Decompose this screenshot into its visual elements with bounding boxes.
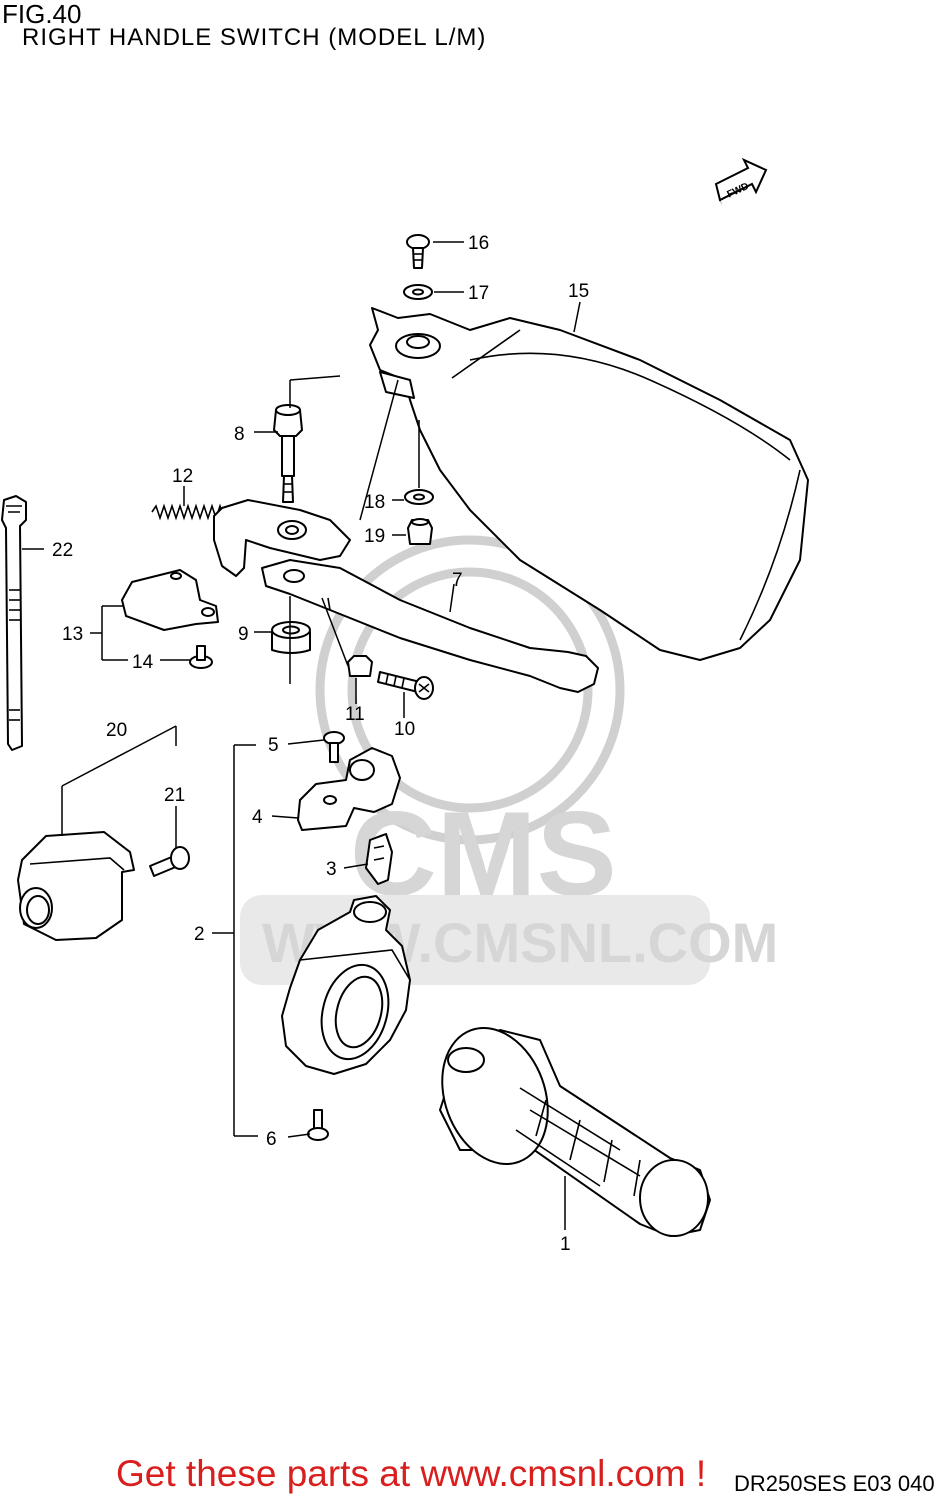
callout-3: 3 (326, 859, 337, 880)
spring-clip-3 (365, 833, 393, 885)
callout-7: 7 (452, 570, 463, 591)
callout-17: 17 (468, 283, 489, 304)
screw-16 (406, 234, 430, 269)
starter-switch-13 (121, 569, 219, 631)
bolt-21 (149, 846, 190, 877)
get-parts-link[interactable]: Get these parts at www.cmsnl.com ! (116, 1453, 707, 1494)
leader-lines (22, 241, 581, 1230)
screw-5 (323, 731, 345, 763)
callout-10: 10 (394, 719, 415, 740)
callout-22: 22 (52, 540, 73, 561)
figure-title: RIGHT HANDLE SWITCH (MODEL L/M) (22, 24, 487, 51)
callout-18: 18 (364, 492, 385, 513)
diagram-code: DR250SES E03 040 (734, 1471, 935, 1496)
callout-labels: 1 2 3 4 5 6 7 8 9 10 11 12 13 14 15 16 1… (52, 233, 589, 1255)
callout-13: 13 (62, 624, 83, 645)
nut-11 (347, 655, 373, 677)
callout-1: 1 (560, 1234, 571, 1255)
callout-20: 20 (106, 720, 127, 741)
bushing-9 (271, 621, 311, 654)
callout-2: 2 (194, 924, 205, 945)
washer-17 (403, 284, 433, 300)
cable-tie-22 (1, 495, 27, 751)
figure-number: FIG.40 (2, 0, 82, 29)
lever-bolt-8 (273, 404, 303, 503)
lighting-switch-20 (17, 831, 135, 941)
callout-4: 4 (252, 807, 263, 828)
callout-21: 21 (164, 785, 185, 806)
washer-18 (404, 489, 434, 505)
screw-6 (307, 1109, 329, 1141)
cable-holder-4 (297, 747, 401, 831)
callout-6: 6 (266, 1129, 277, 1150)
fwd-arrow-icon: FWD (714, 157, 768, 206)
callout-9: 9 (238, 624, 249, 645)
switch-housing-2 (281, 895, 411, 1075)
hand-guard (369, 307, 809, 661)
bolt-10 (377, 671, 434, 700)
callout-14: 14 (132, 652, 154, 673)
nut-19 (407, 518, 433, 545)
callout-19: 19 (364, 526, 385, 547)
grip-1 (439, 1027, 711, 1237)
callout-12: 12 (172, 466, 193, 487)
screw-14 (189, 645, 213, 669)
lever-7 (213, 499, 599, 693)
callout-5: 5 (268, 735, 279, 756)
callout-11: 11 (345, 704, 365, 725)
callout-15: 15 (568, 281, 589, 302)
callout-8: 8 (234, 424, 245, 445)
callout-16: 16 (468, 233, 489, 254)
